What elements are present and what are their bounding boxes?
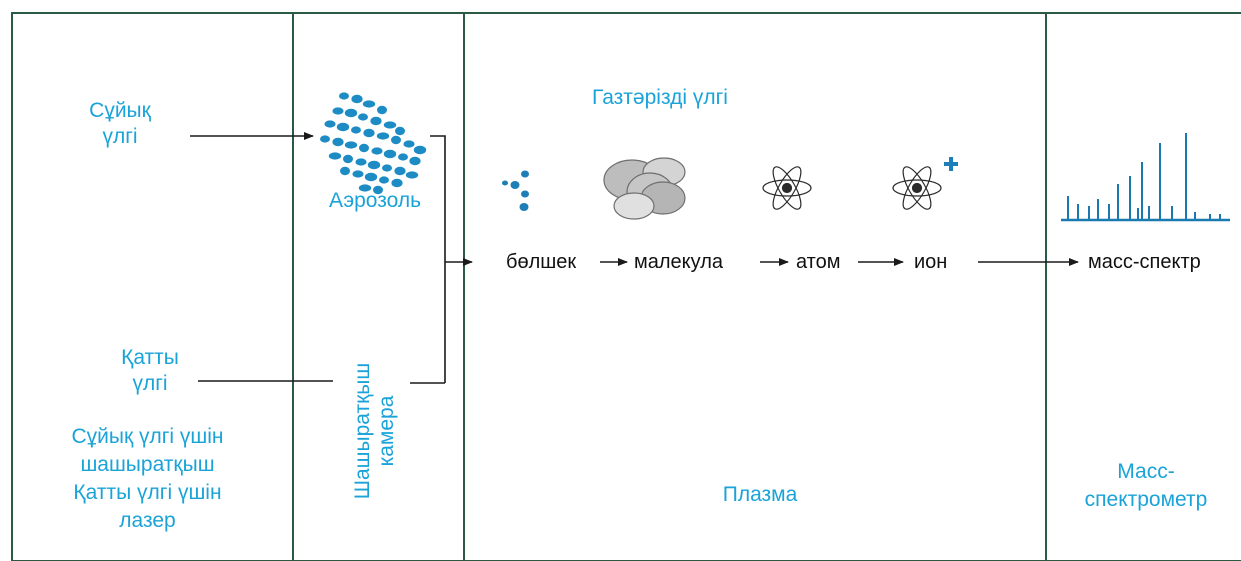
note-liquid-line-2: шашыратқыш bbox=[80, 453, 215, 476]
aerosol-droplet bbox=[383, 149, 397, 159]
aerosol-droplet bbox=[405, 171, 419, 179]
ms-title-line-1: Масс- bbox=[1117, 460, 1175, 483]
aerosol-droplet bbox=[382, 164, 392, 172]
ms-title: Масс- спектрометр bbox=[1056, 458, 1236, 514]
outer-border bbox=[11, 12, 1241, 561]
aerosol-droplet bbox=[355, 158, 367, 166]
aerosol-droplet bbox=[358, 113, 368, 121]
aerosol-droplet bbox=[367, 160, 381, 170]
aerosol-droplet bbox=[351, 94, 363, 104]
aerosol-droplet bbox=[358, 184, 372, 192]
aerosol-droplet bbox=[383, 121, 397, 129]
mass-spectrum-label: масс-спектр bbox=[1088, 251, 1201, 273]
note-liquid-line-1: Сұйық үлгі үшін bbox=[71, 425, 224, 448]
liquid-sample-label: Сұйық үлгі bbox=[50, 98, 190, 150]
aerosol-droplet bbox=[359, 143, 369, 153]
chamber-title-line-2: камера bbox=[375, 395, 398, 467]
aerosol-droplet bbox=[362, 100, 376, 108]
aerosol-droplet bbox=[377, 105, 387, 115]
plasma-title: Плазма bbox=[722, 483, 798, 506]
molecule-icon bbox=[603, 157, 686, 220]
aerosol-droplet bbox=[413, 145, 427, 155]
aerosol-droplet bbox=[320, 135, 330, 143]
aerosol-droplet bbox=[395, 126, 405, 136]
frame bbox=[11, 12, 1241, 561]
note-solid-line-1: Қатты үлгі үшін bbox=[73, 481, 222, 504]
atom-icon bbox=[762, 166, 812, 210]
aerosol-droplet bbox=[332, 137, 344, 147]
ms-title-line-2: спектрометр bbox=[1084, 488, 1208, 511]
aerosol-droplet bbox=[344, 141, 358, 149]
aerosol-droplet bbox=[364, 172, 378, 182]
aerosol-droplet bbox=[371, 147, 383, 155]
aerosol-droplet bbox=[409, 156, 421, 166]
gas-sample-label: Газтәрізді үлгі bbox=[592, 86, 728, 109]
aerosol-droplet bbox=[379, 176, 389, 184]
aerosol-droplet bbox=[363, 128, 375, 138]
liquid-sample-line-2: үлгі bbox=[102, 125, 138, 148]
aerosol-droplet bbox=[328, 152, 342, 160]
aerosol-label: Аэрозоль bbox=[328, 189, 422, 212]
aerosol-droplet bbox=[340, 166, 350, 176]
aerosol-droplet bbox=[398, 153, 408, 161]
solid-sample-line-2: үлгі bbox=[132, 372, 168, 395]
solid-sample-label: Қатты үлгі bbox=[80, 345, 220, 397]
note-solid-line-2: лазер bbox=[119, 509, 176, 532]
aerosol-droplet bbox=[373, 185, 383, 195]
stage-molecule: малекула bbox=[634, 251, 723, 273]
aerosol-droplet bbox=[339, 92, 349, 100]
aerosol-droplet bbox=[344, 108, 358, 118]
particle-icon bbox=[502, 170, 529, 211]
stage-ion: ион bbox=[914, 251, 948, 273]
liquid-sample-line-1: Сұйық bbox=[89, 99, 151, 122]
aerosol-droplet bbox=[336, 122, 350, 132]
chamber-title-line-1: Шашыратқыш bbox=[351, 362, 374, 500]
stage-atom: атом bbox=[796, 251, 841, 273]
plus-sign bbox=[944, 157, 958, 171]
aerosol-droplet bbox=[391, 178, 403, 188]
stage-particle: бөлшек bbox=[506, 251, 577, 273]
aerosol-droplet bbox=[351, 126, 361, 134]
solid-sample-line-1: Қатты bbox=[121, 346, 179, 369]
aerosol-droplet bbox=[324, 120, 336, 128]
aerosol-droplet bbox=[394, 166, 406, 176]
mass-spectrum-icon bbox=[1061, 133, 1230, 222]
aerosol-cloud-icon bbox=[320, 92, 427, 195]
aerosol-droplet bbox=[370, 116, 382, 126]
connectors bbox=[190, 132, 1079, 384]
aerosol-droplet bbox=[391, 135, 401, 145]
aerosol-droplet bbox=[352, 170, 364, 178]
input-notes: Сұйық үлгі үшін шашыратқыш Қатты үлгі үш… bbox=[20, 423, 275, 535]
aerosol-droplet bbox=[343, 154, 353, 164]
aerosol-droplet bbox=[403, 140, 415, 148]
ion-icon bbox=[892, 157, 958, 210]
aerosol-droplet bbox=[376, 132, 390, 140]
chamber-title: Шашыратқыш камера bbox=[351, 331, 403, 531]
aerosol-droplet bbox=[332, 107, 344, 115]
aerosol-to-merge-line bbox=[430, 135, 446, 383]
